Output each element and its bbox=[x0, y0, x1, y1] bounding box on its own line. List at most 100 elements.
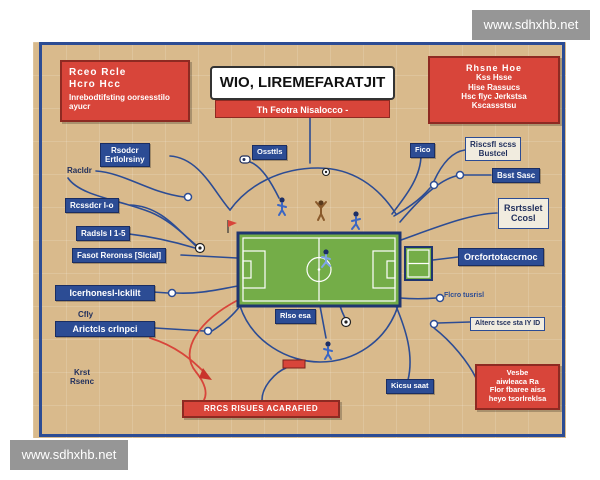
callout-line: ayucr bbox=[69, 102, 91, 112]
player-body bbox=[321, 254, 331, 268]
callout-top-left: Rceo Rcle Hcro Hcc Inrebodtifsting oorse… bbox=[60, 60, 190, 122]
label-orcfort: Orcfortotaccrnoc bbox=[458, 248, 544, 267]
callout-line: heyo tsorlreklsa bbox=[488, 393, 547, 403]
ball-patch bbox=[324, 170, 328, 174]
player-head bbox=[323, 249, 329, 255]
connector-line bbox=[399, 175, 457, 223]
connector-line bbox=[261, 367, 287, 401]
board-frame bbox=[39, 42, 565, 437]
label-flcro: Flcro tusrisl bbox=[444, 292, 485, 299]
player-body bbox=[315, 201, 327, 221]
connector-line bbox=[229, 167, 397, 215]
callout-bottom-center: RRCS RISUES ACARAFIED bbox=[182, 400, 340, 418]
ball-patch bbox=[344, 320, 348, 324]
flag-icon bbox=[227, 220, 237, 233]
connector-node bbox=[429, 180, 439, 190]
label-ossttls: Ossttls bbox=[252, 145, 288, 160]
player-icon bbox=[315, 200, 327, 221]
label-line: Ccosl bbox=[511, 213, 536, 224]
connector-line bbox=[339, 305, 346, 319]
label-rcssdcr: Rcssdcr I-o bbox=[65, 198, 119, 214]
label-riscsfl: Riscsfl scss Bustcel bbox=[465, 137, 522, 162]
connector-node bbox=[167, 288, 177, 298]
label-cfly: Cfly bbox=[78, 310, 94, 319]
center-spot bbox=[317, 268, 321, 271]
connector-nodes bbox=[167, 170, 465, 336]
label-line: Krst bbox=[74, 368, 91, 377]
ball-icon bbox=[321, 167, 331, 177]
label-line: Rsenc bbox=[70, 377, 95, 387]
connector-line bbox=[399, 297, 437, 300]
connector-line bbox=[400, 212, 498, 241]
connector-line bbox=[391, 154, 422, 215]
label-krst: Krst Rsenc bbox=[70, 368, 94, 386]
diagram-title: WIO, LIREMEFARATJIT bbox=[210, 66, 395, 100]
connector-line bbox=[393, 187, 431, 217]
label-radsls: Radsls I 1-5 bbox=[76, 226, 131, 242]
label-line: Ertlolrsiny bbox=[105, 155, 145, 165]
label-alterc: Alterc tsce sta IY ID bbox=[470, 317, 546, 332]
connector-line bbox=[432, 256, 459, 261]
connector-line bbox=[95, 170, 185, 198]
label-arictcls: Arictcls crlnpci bbox=[55, 321, 155, 338]
label-line: Bustcel bbox=[478, 149, 508, 159]
connector-line bbox=[433, 149, 466, 182]
right-goal-box bbox=[386, 260, 396, 279]
player-icon bbox=[351, 211, 361, 230]
connector-node bbox=[203, 326, 213, 336]
connector-line bbox=[180, 254, 238, 259]
watermark-top-right: www.sdhxhb.net bbox=[472, 10, 590, 40]
player-icon bbox=[323, 341, 333, 360]
red-card-icon bbox=[282, 359, 306, 369]
player-body bbox=[351, 216, 361, 230]
callout-line: Kscassstsu bbox=[471, 100, 517, 110]
player-head bbox=[279, 197, 285, 203]
callout-top-right: Rhsne Hoe Kss Hsse Hise Rassucs Hsc flyc… bbox=[428, 56, 560, 124]
label-racldr: Racldr bbox=[67, 166, 92, 175]
ball-patch bbox=[198, 246, 202, 250]
label-line: Rsodcr bbox=[111, 146, 139, 155]
connector-line bbox=[437, 321, 471, 324]
label-kicsu: Kicsu saat bbox=[386, 379, 434, 394]
diagram-subtitle: Th Feotra Nisalocco - bbox=[215, 100, 390, 118]
ball-icon bbox=[340, 316, 352, 328]
callout-line: Kss Hsse bbox=[475, 73, 513, 83]
connector-line bbox=[211, 305, 241, 332]
red-connector-line bbox=[188, 299, 239, 401]
label-line: Rsrtsslet bbox=[504, 203, 543, 213]
callout-line: Hcro Hcc bbox=[69, 78, 121, 90]
callout-line: Rceo Rcle bbox=[69, 67, 127, 78]
callout-line: aiwleaca Ra bbox=[496, 376, 539, 386]
connector-node bbox=[455, 170, 465, 180]
player-body bbox=[277, 202, 287, 216]
left-goal-box bbox=[242, 260, 252, 279]
arrow-head-icon bbox=[199, 368, 212, 380]
mini-pitch bbox=[404, 246, 433, 281]
callout-line: Inrebodtifsting oorsesstilo bbox=[69, 93, 170, 102]
player-head bbox=[325, 341, 331, 347]
connector-node bbox=[183, 192, 193, 202]
connector-line bbox=[319, 305, 327, 339]
label-rlso: Rlso esa bbox=[275, 309, 316, 324]
connector-line bbox=[175, 285, 239, 294]
ball-icon bbox=[194, 242, 206, 254]
callout-line: Hsc flyc Jerkstsa bbox=[461, 91, 527, 101]
red-connector-line bbox=[149, 337, 205, 373]
player-icon bbox=[277, 197, 287, 216]
callout-line: Vesbe bbox=[506, 368, 529, 377]
connector-node bbox=[429, 319, 439, 329]
watermark-bottom-left: www.sdhxhb.net bbox=[10, 440, 128, 470]
callout-line: Hise Rassucs bbox=[467, 82, 521, 92]
whistle-icon bbox=[239, 155, 251, 164]
player-head bbox=[353, 211, 359, 217]
connector-line bbox=[239, 305, 399, 363]
connector-line bbox=[395, 305, 411, 381]
label-bsst: Bsst Sasc bbox=[492, 168, 541, 184]
label-fico: Fico bbox=[410, 143, 436, 158]
center-circle bbox=[306, 256, 332, 283]
label-rsrtsslet: Rsrtsslet Ccosl bbox=[498, 198, 549, 229]
callout-bottom-right: Vesbe aiwleaca Ra Flor fbaree aiss heyo … bbox=[475, 364, 560, 410]
label-fasot: Fasot Reronss [Slcial] bbox=[72, 248, 167, 264]
